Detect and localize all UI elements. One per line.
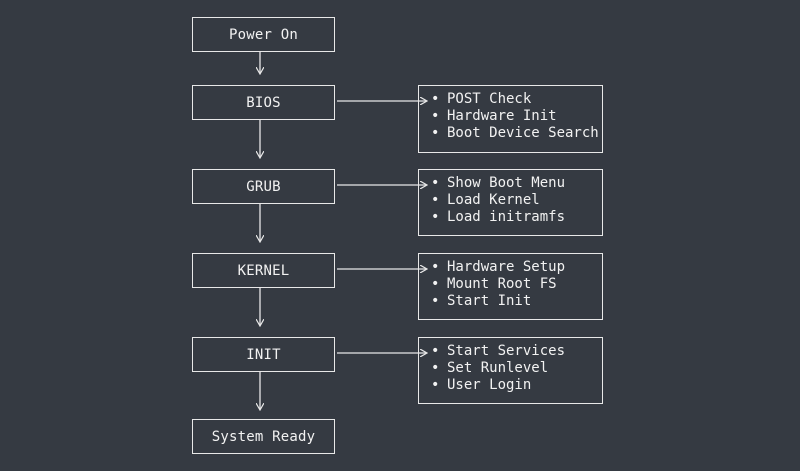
detail-item: •Load Kernel xyxy=(431,192,540,208)
detail-box-init: •Start Services •Set Runlevel •User Logi… xyxy=(418,337,603,404)
detail-box-kernel: •Hardware Setup •Mount Root FS •Start In… xyxy=(418,253,603,320)
bullet: • xyxy=(431,259,440,275)
bullet: • xyxy=(431,343,440,359)
detail-item: •Boot Device Search xyxy=(431,125,599,141)
bullet: • xyxy=(431,91,440,107)
detail-item: •Load initramfs xyxy=(431,209,566,225)
bullet: • xyxy=(431,192,440,208)
detail-item: •POST Check xyxy=(431,91,532,107)
bullet: • xyxy=(431,175,440,191)
stage-label: System Ready xyxy=(211,428,316,445)
detail-box-grub: •Show Boot Menu •Load Kernel •Load initr… xyxy=(418,169,603,236)
stage-label: INIT xyxy=(246,346,281,363)
detail-box-bios: •POST Check •Hardware Init •Boot Device … xyxy=(418,85,603,153)
detail-item: •User Login xyxy=(431,377,532,393)
stage-label: Power On xyxy=(228,26,299,43)
stage-label: BIOS xyxy=(246,94,281,111)
stage-box-bios: BIOS xyxy=(192,85,335,120)
stage-box-power-on: Power On xyxy=(192,17,335,52)
bullet: • xyxy=(431,209,440,225)
bullet: • xyxy=(431,293,440,309)
detail-item: •Set Runlevel xyxy=(431,360,549,376)
detail-item: •Start Init xyxy=(431,293,532,309)
detail-item: •Show Boot Menu xyxy=(431,175,566,191)
bullet: • xyxy=(431,276,440,292)
detail-item: •Start Services xyxy=(431,343,566,359)
bullet: • xyxy=(431,108,440,124)
bullet: • xyxy=(431,125,440,141)
stage-box-grub: GRUB xyxy=(192,169,335,204)
detail-item: •Hardware Init xyxy=(431,108,557,124)
detail-item: •Mount Root FS xyxy=(431,276,557,292)
detail-item: •Hardware Setup xyxy=(431,259,566,275)
stage-label: GRUB xyxy=(246,178,281,195)
stage-label: KERNEL xyxy=(237,262,290,279)
bullet: • xyxy=(431,360,440,376)
stage-box-init: INIT xyxy=(192,337,335,372)
bullet: • xyxy=(431,377,440,393)
stage-box-kernel: KERNEL xyxy=(192,253,335,288)
stage-box-system-ready: System Ready xyxy=(192,419,335,454)
